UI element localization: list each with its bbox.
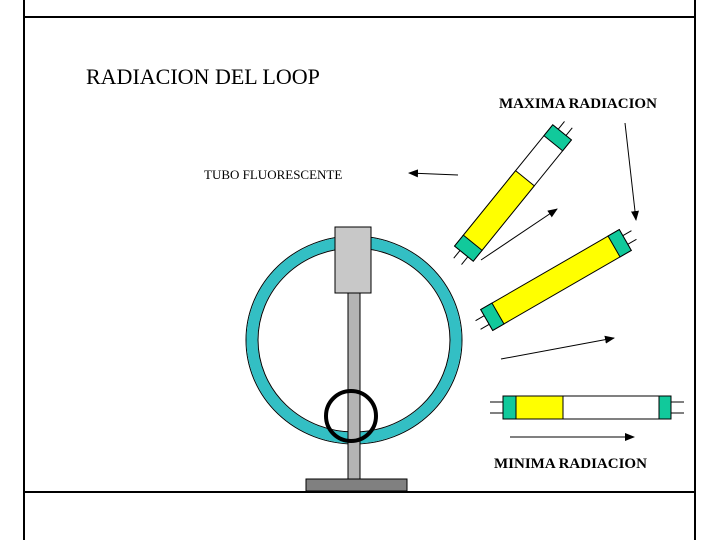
arrow-direction-1 [480, 208, 558, 261]
fluorescent-tube-bottom [490, 395, 684, 420]
min-radiation-label: MINIMA RADIACION [494, 456, 647, 472]
support-mast [347, 291, 361, 481]
fluorescent-tube-label: TUBO FLUORESCENTE [204, 167, 343, 182]
arrow-to-tube-label [408, 169, 459, 178]
fluorescent-tube-middle [475, 228, 637, 332]
support-base [305, 478, 408, 492]
fluorescent-tube-top [453, 121, 573, 265]
arrow-max-radiation [624, 122, 639, 221]
coupling-loop [324, 389, 378, 443]
tuning-box [334, 226, 372, 294]
diagram-title: RADIACION DEL LOOP [86, 64, 320, 89]
max-radiation-label: MAXIMA RADIACION [499, 96, 657, 112]
arrow-direction-2 [500, 335, 615, 360]
